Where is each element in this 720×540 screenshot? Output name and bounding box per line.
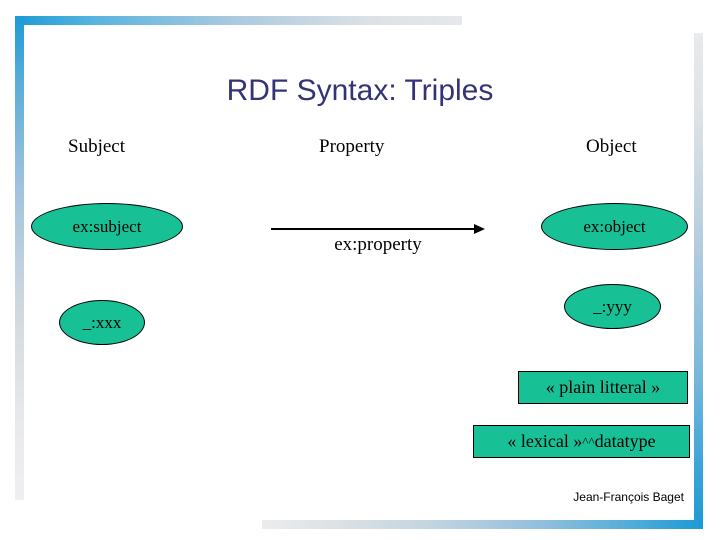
node-subject-resource[interactable]: ex:subject xyxy=(31,203,183,250)
typed-literal-lexical: « lexical » xyxy=(507,431,583,451)
typed-literal-datatype: datatype xyxy=(594,431,656,451)
column-header-subject: Subject xyxy=(68,136,125,157)
column-header-property: Property xyxy=(319,136,385,157)
edge-label-property: ex:property xyxy=(334,234,422,255)
arrow-right-icon xyxy=(271,222,485,236)
node-object-resource[interactable]: ex:object xyxy=(541,203,688,250)
node-typed-literal[interactable]: « lexical »^^datatype xyxy=(473,425,690,458)
column-header-object: Object xyxy=(586,136,637,157)
slide-title: RDF Syntax: Triples xyxy=(226,74,494,107)
node-blank-object[interactable]: _:yyy xyxy=(564,284,661,329)
frame-border-top xyxy=(15,16,462,25)
footer-author: Jean-François Baget xyxy=(573,490,684,504)
node-blank-subject[interactable]: _:xxx xyxy=(59,300,145,345)
frame-border-bottom xyxy=(262,520,703,529)
frame-border-left xyxy=(15,16,24,500)
frame-border-right xyxy=(694,33,703,529)
node-plain-literal[interactable]: « plain litteral » xyxy=(518,371,688,404)
